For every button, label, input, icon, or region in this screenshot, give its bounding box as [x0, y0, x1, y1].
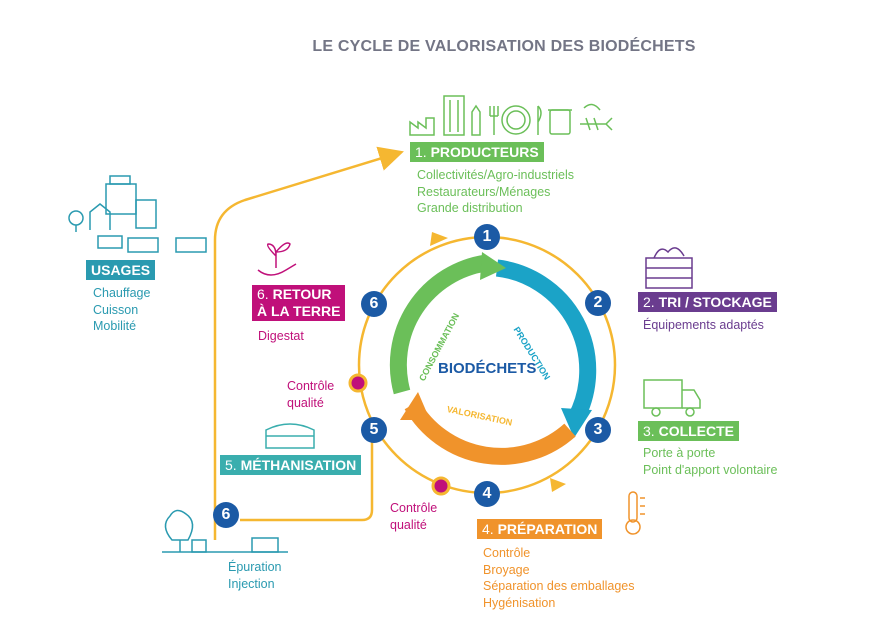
crate-icon: [645, 247, 693, 289]
step-2-number-text: 2.: [643, 294, 655, 310]
step-5-badge: 5: [361, 417, 387, 443]
step-4-details: Contrôle Broyage Séparation des emballag…: [483, 545, 635, 611]
epuration-line: Injection: [228, 576, 275, 591]
step-2-badge: 2: [585, 290, 611, 316]
step-2-details: Équipements adaptés: [643, 317, 764, 334]
ring-arrow-1: [430, 232, 448, 246]
fish-bones-icon: [580, 103, 613, 131]
step-3-title: COLLECTE: [658, 423, 735, 439]
step-4-line: Hygénisation: [483, 595, 556, 610]
quality-check-line: Contrôle: [390, 501, 438, 515]
quality-check-dot: [348, 373, 368, 393]
flow-path-from-methanisation: [240, 440, 374, 522]
step-6-details: Digestat: [258, 328, 304, 345]
step-6-title: RETOUR: [272, 286, 332, 302]
production-arc: [495, 259, 597, 422]
houses-icon: [68, 175, 207, 253]
usages-line: Cuisson: [93, 302, 139, 317]
quality-check-line: qualité: [287, 395, 324, 410]
step-1-line: Restaurateurs/Ménages: [417, 184, 551, 199]
step-3-label: 3. COLLECTE: [638, 421, 740, 441]
usages-details: Chauffage Cuisson Mobilité: [93, 285, 150, 335]
step-1-line: Collectivités/Agro-industriels: [417, 168, 575, 182]
center-label: BIODÉCHETS: [438, 360, 537, 377]
step-5-label: 5. MÉTHANISATION: [220, 455, 362, 475]
step-4-title: PRÉPARATION: [497, 521, 598, 537]
step-1-title: PRODUCTEURS: [430, 144, 539, 160]
step-4-label: 4. PRÉPARATION: [477, 519, 603, 539]
building-icon: [443, 95, 465, 136]
step-3-line: Point d'apport volontaire: [643, 462, 778, 477]
factory-icon: [409, 117, 435, 136]
step-4-line: Séparation des emballages: [483, 579, 635, 593]
consommation-arc: [389, 254, 488, 395]
step-4-line: Contrôle: [483, 546, 531, 560]
usages-title: USAGES: [91, 262, 151, 278]
bottle-icon: [471, 104, 481, 136]
step-1-details: Collectivités/Agro-industriels Restaurat…: [417, 167, 574, 217]
step-6-title-line2: À LA TERRE: [257, 303, 341, 319]
step-3-details: Porte à porte Point d'apport volontaire: [643, 445, 777, 478]
step-6-label: 6. RETOUR À LA TERRE: [252, 285, 346, 321]
cutlery-icon: [489, 106, 499, 135]
quality-check-label: Contrôle qualité: [287, 378, 334, 411]
tree-icon: [164, 509, 194, 552]
thermometer-icon: [625, 491, 645, 535]
step-1-line: Grande distribution: [417, 201, 523, 215]
step-6-badge: 6: [361, 291, 387, 317]
plant-hand-icon: [257, 242, 297, 276]
knife-icon: [537, 105, 542, 135]
quality-check-line: Contrôle: [287, 379, 335, 393]
truck-icon: [643, 379, 701, 417]
step-4-badge: 4: [474, 481, 500, 507]
pipeline-icon: [162, 537, 288, 553]
production-arrowhead: [561, 408, 592, 438]
quality-check-dot: [431, 476, 451, 496]
valorisation-arrowhead: [400, 392, 430, 420]
step-4-line: Broyage: [483, 562, 530, 577]
step-2-title: TRI / STOCKAGE: [658, 294, 772, 310]
epuration-details: Épuration Injection: [228, 559, 282, 592]
digester-icon: [265, 423, 315, 449]
step-5-title: MÉTHANISATION: [240, 457, 357, 473]
step-5-number-text: 5.: [225, 457, 237, 473]
step-1-label: 1. PRODUCTEURS: [410, 142, 544, 162]
quality-check-line: qualité: [390, 517, 427, 532]
plate-icon: [501, 105, 531, 135]
epuration-badge: 6: [213, 502, 239, 528]
step-4-number-text: 4.: [482, 521, 494, 537]
usages-line: Chauffage: [93, 286, 151, 300]
step-3-line: Porte à porte: [643, 446, 716, 460]
step-1-badge: 1: [474, 224, 500, 250]
flow-path-to-producers: [213, 146, 404, 540]
usages-label: USAGES: [86, 260, 156, 280]
page-title: LE CYCLE DE VALORISATION DES BIODÉCHETS: [312, 38, 696, 55]
valorisation-arc: [404, 400, 576, 465]
usages-line: Mobilité: [93, 319, 137, 333]
step-3-badge: 3: [585, 417, 611, 443]
ring-arrow-2: [550, 478, 566, 492]
step-1-number-text: 1.: [415, 144, 427, 160]
step-6-line: Digestat: [258, 329, 304, 343]
step-2-label: 2. TRI / STOCKAGE: [638, 292, 777, 312]
step-6-number-text: 6.: [257, 286, 269, 302]
bin-icon: [548, 109, 572, 135]
step-2-line: Équipements adaptés: [643, 318, 764, 332]
quality-check-label: Contrôle qualité: [390, 500, 437, 533]
step-3-number-text: 3.: [643, 423, 655, 439]
epuration-line: Épuration: [228, 560, 282, 574]
consommation-arrowhead: [480, 252, 506, 280]
